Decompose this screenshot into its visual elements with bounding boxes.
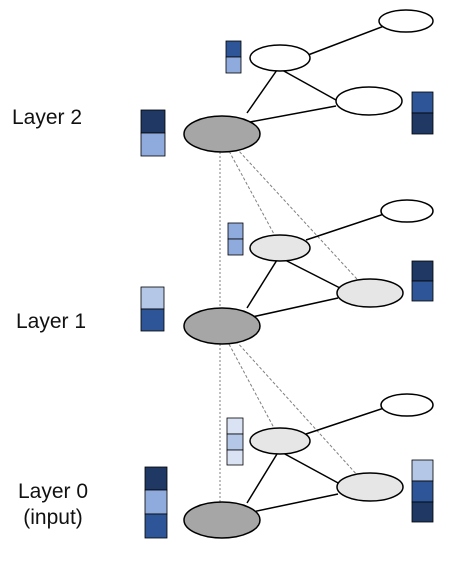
leaf-node [378, 9, 434, 33]
layer-1-graph [183, 199, 434, 345]
feature-vector-l2-neighbor-a [225, 40, 242, 74]
layer-1-label: Layer 1 [16, 310, 87, 333]
feature-vector-l1-neighbor-b [411, 260, 434, 302]
edge [305, 407, 385, 435]
feature-vector-l0-root [144, 466, 168, 539]
root-node [183, 115, 261, 153]
leaf-node [380, 199, 434, 223]
feature-vector-l2-root [140, 109, 166, 157]
layer-0-label: Layer 0 (input) [18, 479, 88, 532]
layer-2-graph [183, 9, 434, 153]
dashed-line-l2-to-l1-neighbor-a [221, 137, 282, 248]
edge [282, 258, 341, 289]
edge [251, 493, 339, 513]
neighbor-node [336, 472, 404, 502]
edge [251, 297, 339, 318]
feature-vector-l1-neighbor-a [227, 222, 244, 256]
edge [249, 105, 337, 123]
leaf-node [380, 393, 434, 417]
layer-0-subtitle: (input) [23, 506, 83, 530]
dashed-line-l1-to-l0-neighbor-b [225, 329, 369, 488]
edge [246, 69, 278, 114]
feature-vector-l2-neighbor-b [411, 91, 434, 135]
edge [282, 452, 341, 485]
root-node [183, 501, 261, 539]
feature-vector-l1-root [140, 286, 165, 332]
feature-vector-l0-neighbor-b [411, 459, 434, 523]
layer-0-title: Layer 0 [18, 480, 89, 503]
edge [246, 259, 278, 309]
edge [246, 453, 278, 504]
neighbor-node [335, 86, 403, 116]
feature-vector-l0-neighbor-a [226, 417, 244, 466]
layer-0-graph [183, 393, 434, 539]
neighbor-node [249, 234, 311, 262]
dashed-line-l2-to-l1-neighbor-b [225, 136, 369, 292]
neighbor-node [249, 44, 311, 72]
neighbor-node [249, 427, 311, 455]
dashed-line-l1-to-l0-neighbor-a [221, 330, 282, 442]
root-node [183, 307, 261, 345]
edge [305, 213, 385, 241]
edge [281, 69, 337, 101]
layer-2-label: Layer 2 [12, 106, 83, 129]
edge [307, 25, 385, 56]
neighbor-node [336, 278, 404, 308]
